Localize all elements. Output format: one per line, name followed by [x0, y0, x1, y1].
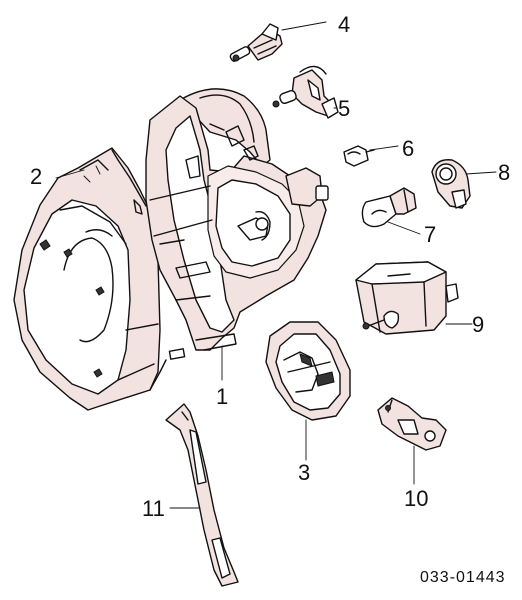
- gasket-seal: [265, 321, 351, 421]
- callout-labels: 4 5 6 8 2 7 9 1 3 10 11 033-01443: [30, 12, 510, 586]
- headlamp-lens-assembly: [13, 147, 167, 411]
- callout-11: 11: [142, 496, 165, 521]
- headlamp-housing: [145, 88, 329, 360]
- callout-4: 4: [338, 12, 350, 37]
- callout-3: 3: [298, 460, 310, 485]
- callout-9: 9: [472, 312, 484, 337]
- support-strip: [165, 403, 239, 587]
- callout-5: 5: [338, 96, 350, 121]
- headlight-bulb-h7: [229, 23, 283, 62]
- diagram-code: 033-01443: [420, 569, 506, 586]
- callout-7: 7: [424, 222, 436, 247]
- bulb-socket: [431, 159, 471, 209]
- mounting-bracket: [377, 397, 447, 451]
- leader-lines: [55, 21, 497, 509]
- callout-2: 2: [30, 164, 42, 189]
- wedge-bulb: [343, 145, 375, 167]
- signal-bulb: [361, 187, 417, 228]
- callout-6: 6: [402, 136, 414, 161]
- callout-1: 1: [216, 384, 228, 409]
- leveling-actuator: [355, 261, 459, 335]
- headlight-bulb-hb: [272, 65, 339, 119]
- callout-8: 8: [498, 160, 510, 185]
- callout-10: 10: [404, 486, 428, 511]
